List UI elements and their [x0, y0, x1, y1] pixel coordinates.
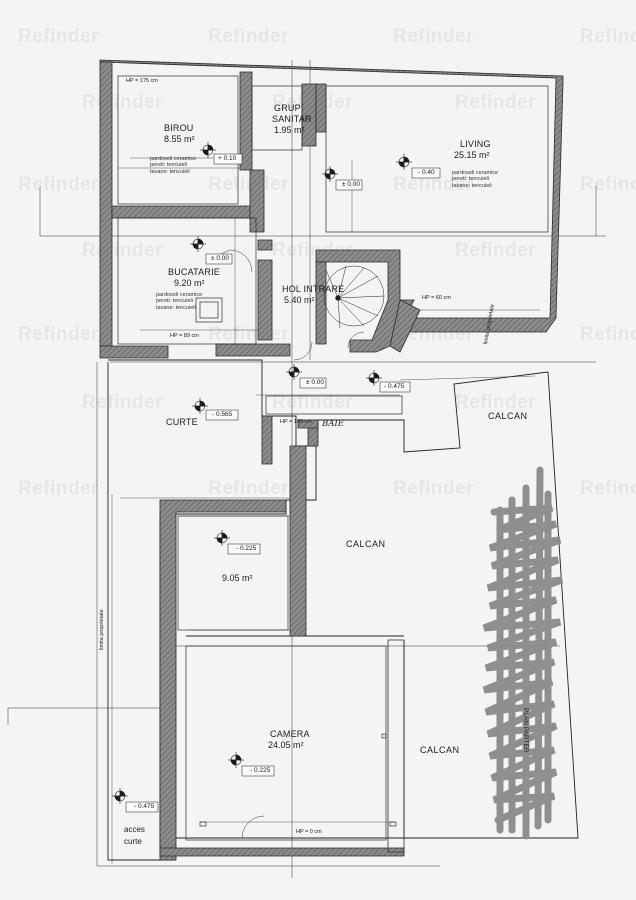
redaction-scribble — [482, 466, 564, 840]
bucatarie-area: 9.20 m² — [174, 278, 205, 288]
watermark: Refinder — [208, 478, 290, 499]
watermark: Refinder — [393, 174, 475, 195]
level-marker — [396, 154, 412, 170]
level-marker — [192, 398, 208, 414]
watermark: Refinder — [18, 478, 100, 499]
watermark: Refinder — [208, 26, 290, 47]
living-name: LIVING — [460, 139, 491, 149]
acces-label: curte — [124, 837, 142, 846]
acces-level: - 0.475 — [134, 803, 155, 810]
level-marker — [200, 142, 216, 158]
living-area: 25.15 m² — [454, 150, 490, 160]
terasa-level: - 0.475 — [384, 383, 405, 390]
property-limit-label: limita proprietate — [99, 609, 105, 650]
camera-name: CAMERA — [270, 729, 310, 739]
calcan-label: CALCAN — [420, 745, 460, 755]
level-marker — [366, 370, 382, 386]
grup-sanitar-level: ± 0.00 — [342, 181, 361, 188]
grup-sanitar-area: 1.95 m² — [274, 125, 305, 135]
corner-marks — [199, 733, 397, 827]
hol-level: ± 0.00 — [306, 379, 325, 386]
level-marker — [112, 788, 128, 804]
living-level: - 0.40 — [418, 169, 435, 176]
bucatarie-name: BUCATARIE — [168, 267, 220, 277]
watermark: Refinder — [393, 26, 475, 47]
watermark: Refinder — [18, 324, 100, 345]
birou-area: 8.55 m² — [164, 134, 195, 144]
level-marker — [322, 166, 338, 182]
watermark: Refinder — [82, 392, 164, 413]
level-marker — [228, 752, 244, 768]
watermark: Refinder — [580, 478, 636, 499]
calcan-label: CALCAN — [346, 539, 386, 549]
watermark: Refinder — [580, 26, 636, 47]
site-outline — [107, 359, 579, 861]
living-finish: pardoseli ceramice pereti: tencuieli tav… — [452, 170, 499, 189]
watermark: Refinder — [393, 478, 475, 499]
camera-level: - 0.225 — [250, 767, 271, 774]
birou-name: BIROU — [164, 123, 194, 133]
plan-title: PLAN PARTER — [522, 708, 529, 753]
grup-sanitar-name: SANITAR — [272, 114, 312, 124]
watermark: Refinder — [18, 174, 100, 195]
level-boxes — [125, 153, 441, 813]
watermark: Refinder — [208, 174, 290, 195]
hol-height: HP = 60 cm — [422, 295, 451, 301]
watermark: Refinder — [580, 174, 636, 195]
level-marker — [190, 236, 206, 252]
baie-height: HP = 180 cm — [280, 419, 312, 425]
baie-name: BAIE — [322, 419, 344, 429]
birou-finish: pardoseli ceramice pereti: tencuieli tav… — [150, 156, 197, 175]
birou-height: HP = 175 cm — [126, 78, 158, 84]
acces-label: acces — [124, 825, 145, 834]
camera-area: 24.05 m² — [268, 740, 304, 750]
grup-sanitar-name: GRUP — [274, 103, 301, 113]
birou-level: + 0.10 — [218, 155, 237, 162]
calcan-label: CALCAN — [488, 411, 528, 421]
curte-level: - 0.565 — [212, 411, 233, 418]
hol-name: HOL INTRARE — [282, 284, 345, 294]
watermark: Refinder — [18, 26, 100, 47]
watermark: Refinder — [455, 240, 537, 261]
hol-area: 5.40 m² — [284, 295, 315, 305]
walls — [99, 59, 564, 861]
room9-area: 9.05 m² — [222, 573, 253, 583]
watermark: Refinder — [580, 324, 636, 345]
interior-lines — [117, 75, 549, 841]
watermark: Refinder — [455, 392, 537, 413]
camera-height: HP = 0 cm — [296, 829, 322, 835]
curte-name: CURTE — [166, 417, 198, 427]
level-markers — [112, 142, 412, 804]
bucatarie-height: HP = 89 cm — [170, 333, 199, 339]
spiral-stair — [323, 265, 385, 329]
room9-level: - 0.225 — [236, 545, 257, 552]
level-marker — [214, 530, 230, 546]
bucatarie-level: ± 0.00 — [211, 255, 230, 262]
watermark: Refinder — [455, 92, 537, 113]
level-marker — [286, 364, 302, 380]
bucatarie-finish: pardoseli ceramice pereti: tencuieli tav… — [156, 292, 203, 311]
